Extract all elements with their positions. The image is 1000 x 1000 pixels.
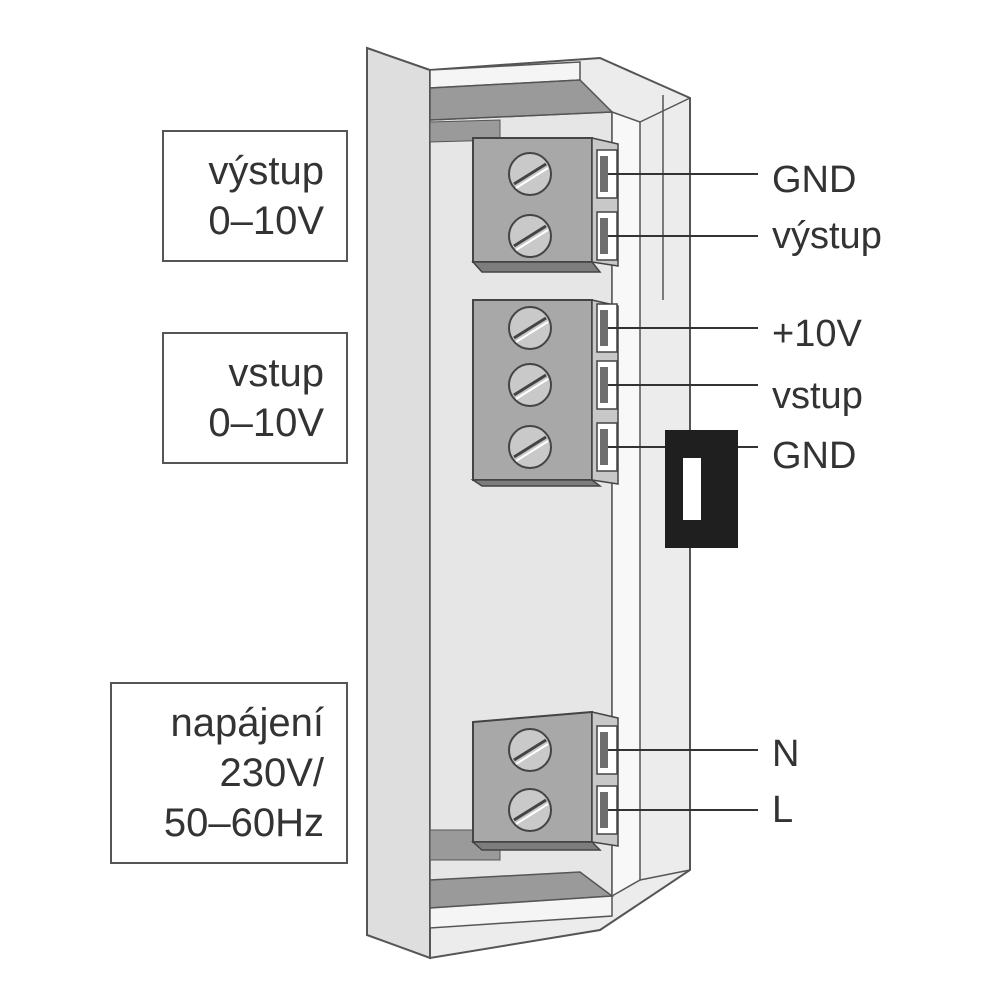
wire-sockets <box>596 149 618 835</box>
wire-socket <box>596 725 618 775</box>
pin-label-gnd-out: GND <box>772 159 857 201</box>
terminal-screws <box>508 152 552 832</box>
pin-label-gnd-in: GND <box>772 435 857 477</box>
input-label-line2: 0–10V <box>208 401 324 445</box>
slotted-screw-icon <box>508 788 552 832</box>
slotted-screw-icon <box>508 214 552 258</box>
slotted-screw-icon <box>508 306 552 350</box>
slotted-screw-icon <box>508 728 552 772</box>
slotted-screw-icon <box>508 152 552 196</box>
input-label-box: vstup 0–10V <box>162 332 348 464</box>
power-label-box: napájení 230V/ 50–60Hz <box>110 682 348 864</box>
input-label-line1: vstup <box>228 351 324 395</box>
output-label-line1: výstup <box>208 149 324 193</box>
slotted-screw-icon <box>508 363 552 407</box>
wire-socket <box>596 149 618 199</box>
pin-label-plus10v: +10V <box>772 313 862 355</box>
pin-label-neutral: N <box>772 733 800 775</box>
switch-icon <box>665 430 738 548</box>
power-label-line3: 50–60Hz <box>163 801 324 845</box>
output-label-box: výstup 0–10V <box>162 130 348 262</box>
power-label-line2: 230V/ <box>219 751 324 795</box>
slotted-screw-icon <box>508 425 552 469</box>
power-label-line1: napájení <box>170 701 324 745</box>
pin-label-output: výstup <box>772 215 882 257</box>
pin-label-input: vstup <box>772 375 863 417</box>
pin-label-live: L <box>772 789 794 831</box>
output-label-line2: 0–10V <box>208 199 324 243</box>
